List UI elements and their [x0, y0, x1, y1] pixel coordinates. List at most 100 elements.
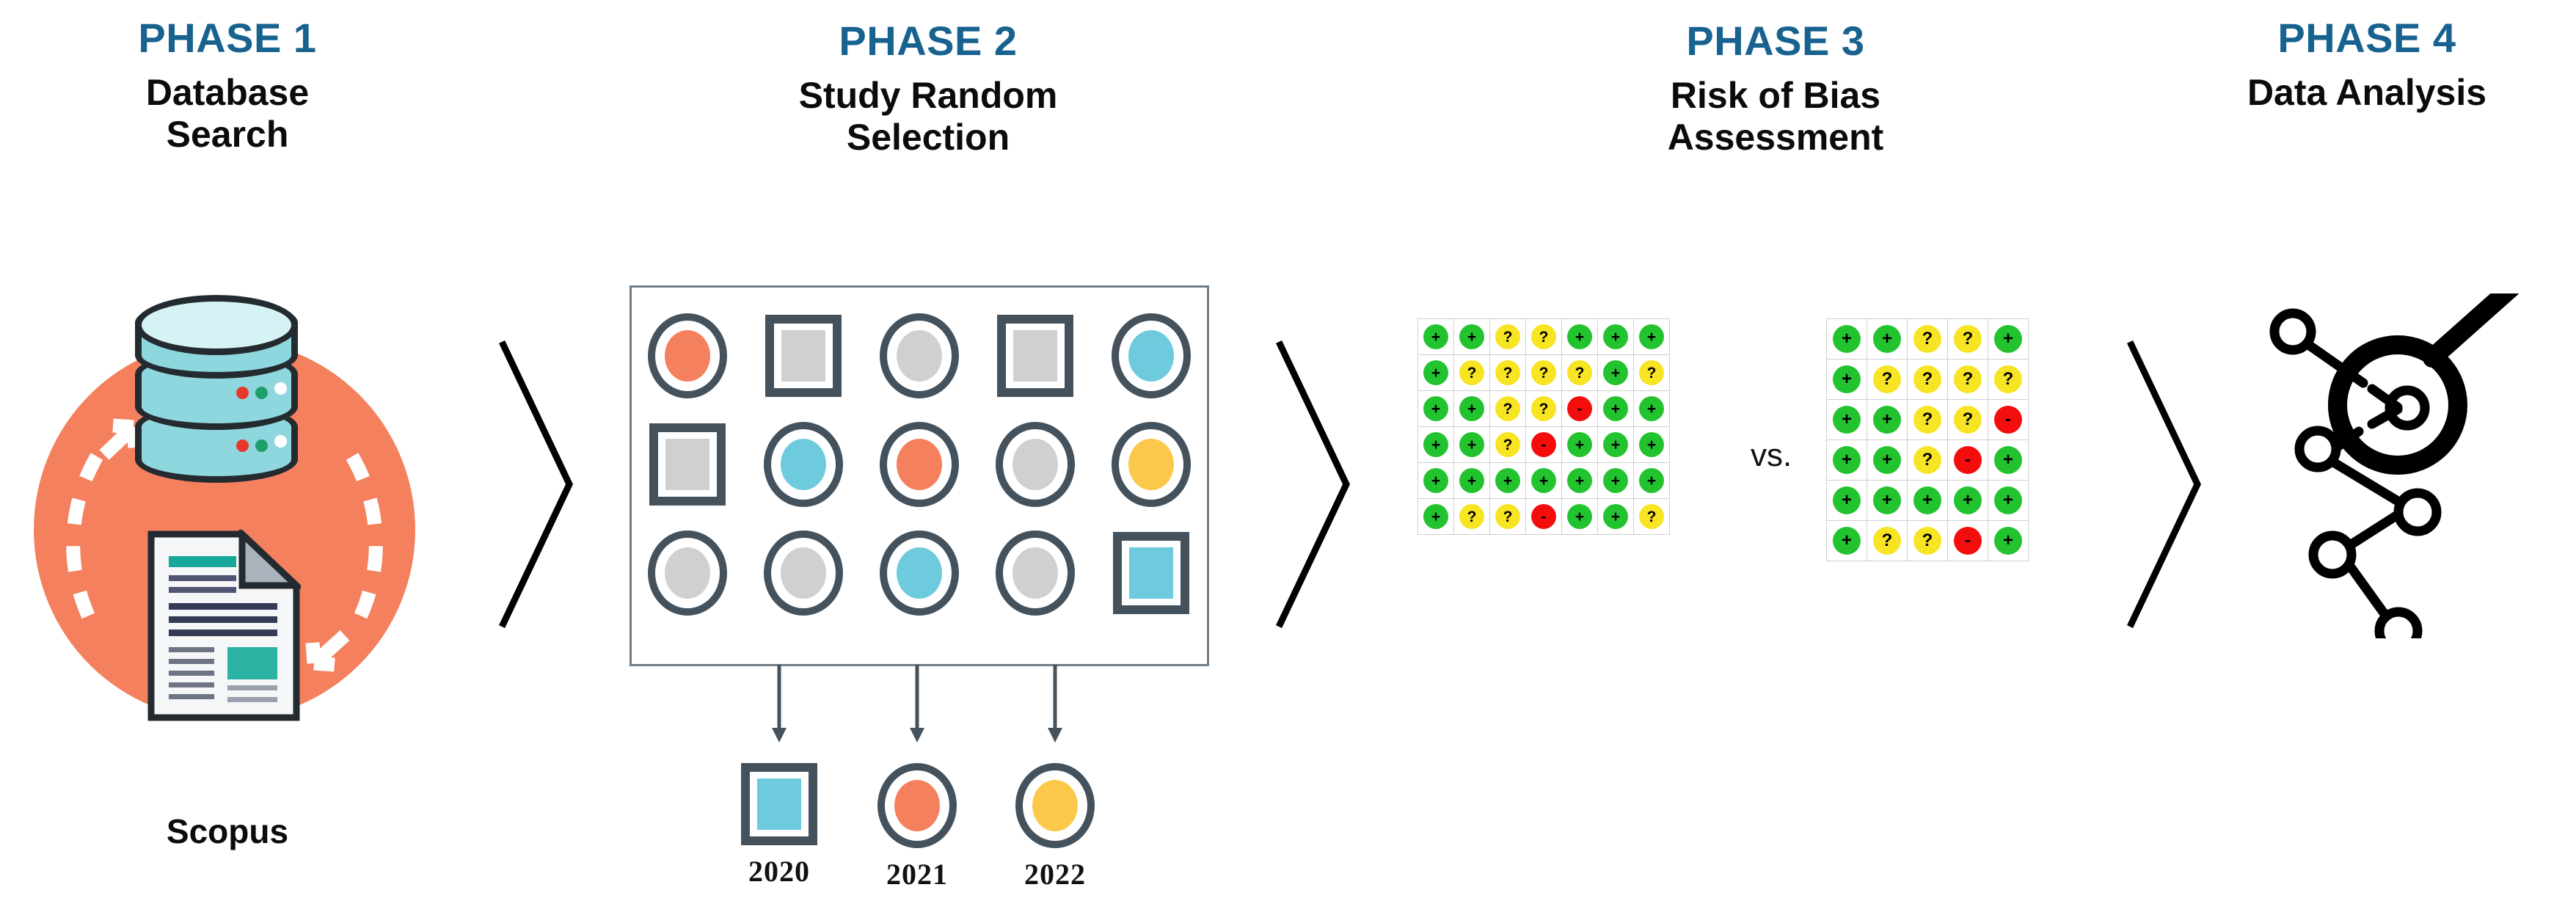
rob-cell: +	[1598, 355, 1633, 390]
study-shape-circle	[764, 422, 843, 507]
rob-judgement-minus: -	[1954, 446, 1982, 474]
study-shape-square	[765, 315, 842, 397]
rob-judgement-minus: -	[1954, 527, 1982, 555]
study-shape-fill	[897, 439, 942, 490]
rob-cell: ?	[1948, 400, 1988, 439]
study-shape-circle	[996, 530, 1075, 616]
rob-cell: +	[1634, 319, 1669, 354]
rob-judgement-question: ?	[1531, 396, 1556, 421]
phase-2-down-arrows	[726, 665, 1108, 755]
selected-shape-fill	[894, 780, 940, 831]
rob-judgement-plus: +	[1873, 325, 1901, 353]
study-shape-square	[1113, 532, 1189, 614]
study-shape-fill	[1129, 547, 1173, 599]
selected-study-2020: 2020	[726, 763, 832, 889]
rob-cell: ?	[1490, 427, 1525, 462]
rob-judgement-plus: +	[1567, 468, 1592, 493]
phase-4-title-line1: Data Analysis	[2247, 72, 2487, 113]
rob-judgement-question: ?	[1531, 360, 1556, 385]
rob-judgement-plus: +	[1423, 396, 1448, 421]
rob-judgement-plus: +	[1994, 325, 2022, 353]
rob-cell: +	[1634, 463, 1669, 498]
rob-cell: +	[1418, 355, 1453, 390]
rob-cell: ?	[1490, 355, 1525, 390]
rob-judgement-plus: +	[1423, 360, 1448, 385]
rob-cell: -	[1526, 499, 1561, 534]
rob-judgement-minus: -	[1567, 396, 1592, 421]
phase-1-header: PHASE 1 Database Search	[0, 18, 455, 156]
rob-judgement-question: ?	[1954, 325, 1982, 353]
study-shape-square	[997, 315, 1073, 397]
db-dot-white-2	[274, 382, 287, 395]
rob-judgement-plus: +	[1833, 486, 1861, 514]
rob-judgement-plus: +	[1833, 446, 1861, 474]
study-shape-fill	[1128, 330, 1174, 382]
rob-judgement-plus: +	[1603, 360, 1628, 385]
rob-cell: +	[1598, 427, 1633, 462]
rob-judgement-plus: +	[1994, 446, 2022, 474]
rob-cell: ?	[1908, 440, 1947, 480]
risk-of-bias-grid-after: ++??++????++??-++?-+++++++??-+	[1826, 318, 2029, 561]
phase-1-title: Database Search	[0, 72, 455, 156]
phase-2-selected-studies: 2020 2021 2022	[726, 763, 1108, 910]
phase-4-illustration	[2269, 278, 2563, 655]
rob-cell: ?	[1526, 319, 1561, 354]
rob-cell: +	[1988, 481, 2028, 520]
selected-shape-fill	[757, 778, 801, 830]
rob-cell: ?	[1908, 360, 1947, 399]
study-shape-fill	[781, 330, 825, 382]
rob-cell: ?	[1634, 499, 1669, 534]
phase-1-illustration	[26, 295, 423, 735]
rob-cell: +	[1526, 463, 1561, 498]
phase-4-kicker: PHASE 4	[2277, 15, 2456, 61]
selected-shape-circle	[1015, 763, 1095, 848]
rob-judgement-plus: +	[1423, 504, 1448, 529]
rob-judgement-plus: +	[1639, 396, 1664, 421]
rob-cell: ?	[1634, 355, 1669, 390]
phase-3-header: PHASE 3 Risk of Bias Assessment	[1522, 21, 2029, 158]
selected-year-label: 2020	[748, 855, 810, 888]
rob-judgement-question: ?	[1459, 504, 1484, 529]
db-dot-red-2	[236, 387, 249, 399]
versus-label: vs.	[1751, 437, 1792, 473]
rob-cell: +	[1454, 463, 1489, 498]
rob-judgement-plus: +	[1603, 324, 1628, 349]
rob-cell: +	[1827, 400, 1867, 439]
database-icon	[135, 295, 298, 486]
scopus-caption: Scopus	[166, 812, 289, 850]
rob-cell: ?	[1948, 319, 1988, 359]
rob-cell: +	[1490, 463, 1525, 498]
rob-cell: ?	[1526, 391, 1561, 426]
document-icon	[147, 526, 305, 726]
rob-judgement-plus: +	[1459, 324, 1484, 349]
selected-year-label: 2021	[886, 858, 948, 891]
rob-cell: ?	[1948, 360, 1988, 399]
phase-2-title-line1: Study Random	[798, 75, 1058, 116]
rob-judgement-plus: +	[1639, 468, 1664, 493]
rob-cell: ?	[1562, 355, 1597, 390]
study-shape-circle	[1112, 313, 1191, 398]
rob-judgement-question: ?	[1459, 360, 1484, 385]
study-shape-fill	[781, 439, 826, 490]
rob-cell: +	[1562, 463, 1597, 498]
rob-cell: +	[1598, 391, 1633, 426]
rob-judgement-question: ?	[1913, 365, 1941, 393]
rob-cell: ?	[1490, 391, 1525, 426]
phase-4-header: PHASE 4 Data Analysis	[2158, 18, 2576, 114]
rob-cell: +	[1562, 319, 1597, 354]
rob-judgement-question: ?	[1495, 396, 1520, 421]
rob-judgement-question: ?	[1531, 324, 1556, 349]
selected-year-label: 2022	[1024, 858, 1086, 891]
rob-judgement-plus: +	[1954, 486, 1982, 514]
rob-judgement-plus: +	[1639, 324, 1664, 349]
rob-cell: +	[1598, 319, 1633, 354]
phase-3-kicker: PHASE 3	[1686, 18, 1865, 64]
phase-4-title: Data Analysis	[2158, 72, 2576, 114]
chevron-separator-2-3	[1273, 338, 1361, 631]
study-shape-fill	[665, 547, 710, 599]
phase-3-title-line1: Risk of Bias	[1670, 75, 1881, 116]
study-shape-fill	[781, 547, 826, 599]
rob-judgement-plus: +	[1423, 432, 1448, 457]
rob-judgement-question: ?	[1954, 365, 1982, 393]
